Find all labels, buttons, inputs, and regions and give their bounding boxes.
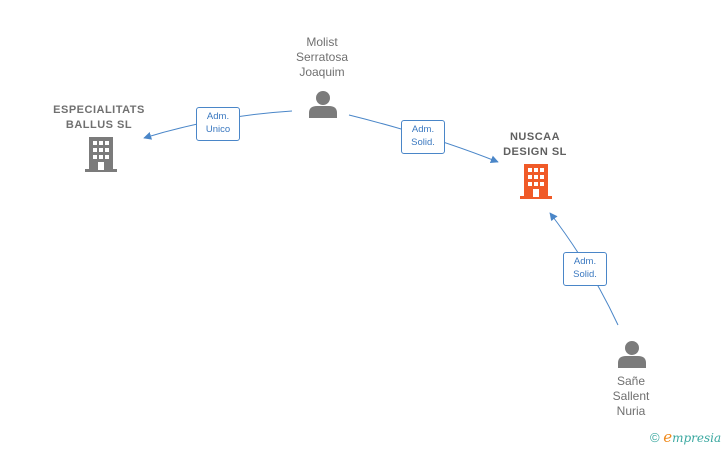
relation-line: Adm. <box>206 111 230 122</box>
company-name-line: DESIGN SL <box>503 146 567 158</box>
company-name-line: ESPECIALITATS <box>53 104 145 116</box>
person-name-line: Sallent <box>612 389 650 403</box>
brand-logo: empresia <box>663 428 722 446</box>
person-name-line: Sañe <box>616 374 646 388</box>
empresia-watermark: © empresia <box>650 428 721 446</box>
relation-line: Unico <box>205 124 231 135</box>
person-icon[interactable] <box>308 89 338 119</box>
brand-rest: mpresia <box>672 431 722 445</box>
relation-badge-adm-solid[interactable]: Adm. Solid. <box>401 120 445 154</box>
building-icon[interactable] <box>85 137 117 173</box>
company-name-line: BALLUS SL <box>65 119 133 131</box>
relation-badge-adm-unico[interactable]: Adm. Unico <box>196 107 240 141</box>
copyright-icon: © <box>650 430 660 445</box>
person-label-sane[interactable]: Sañe Sallent Nuria <box>590 374 672 419</box>
company-name-line: NUSCAA <box>509 131 561 143</box>
relation-line: Adm. <box>411 124 435 135</box>
person-name-line: Nuria <box>616 404 646 418</box>
person-icon[interactable] <box>617 339 647 369</box>
person-name-line: Serratosa <box>295 50 349 64</box>
relation-line: Solid. <box>411 137 435 148</box>
relation-line: Solid. <box>573 269 597 280</box>
person-name-line: Joaquim <box>299 65 345 79</box>
person-label-molist[interactable]: Molist Serratosa Joaquim <box>272 35 372 80</box>
company-label-nuscaa[interactable]: NUSCAA DESIGN SL <box>480 130 590 160</box>
building-icon-highlighted[interactable] <box>520 164 552 200</box>
brand-initial: e <box>663 428 673 446</box>
person-name-line: Molist <box>306 35 338 49</box>
relation-badge-adm-solid[interactable]: Adm. Solid. <box>563 252 607 286</box>
relation-line: Adm. <box>573 256 597 267</box>
company-label-ballus[interactable]: ESPECIALITATS BALLUS SL <box>40 103 158 133</box>
